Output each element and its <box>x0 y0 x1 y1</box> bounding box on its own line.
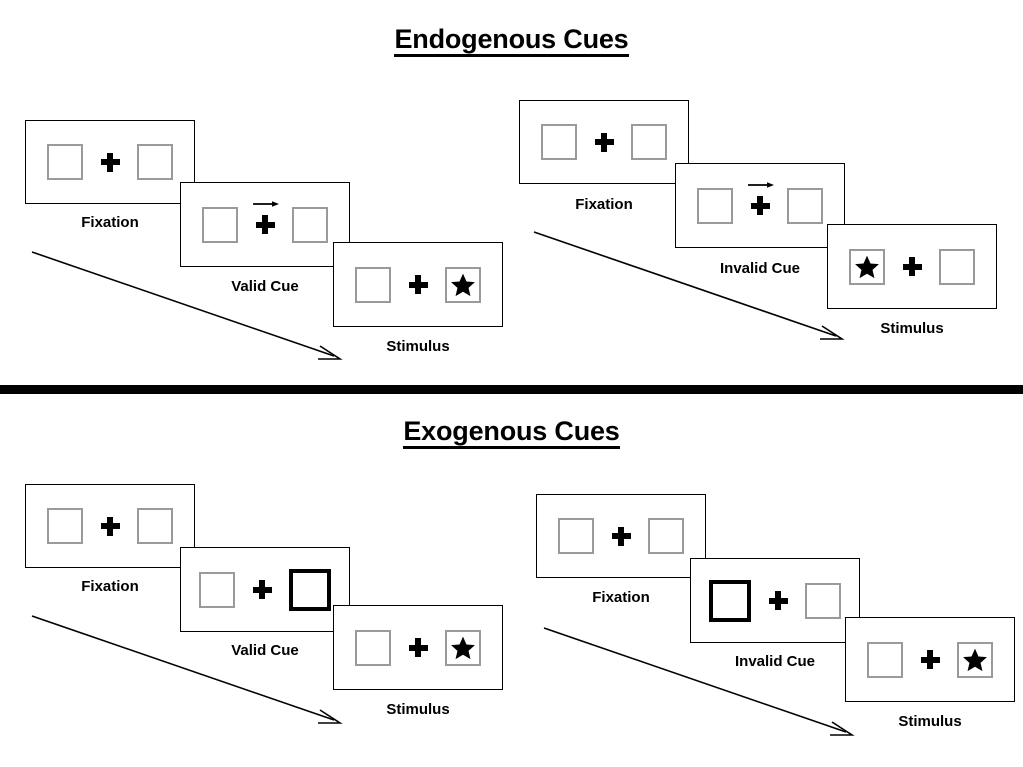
fixation-cross-icon <box>408 638 428 657</box>
time-progression-arrow-icon <box>543 627 855 736</box>
panel-endogenous-valid-fixation <box>25 120 195 204</box>
fixation-cross-icon <box>902 257 922 276</box>
fixation-cross-icon <box>252 580 272 599</box>
fixation-cross-icon <box>611 526 631 546</box>
stim-box-left-cued <box>709 579 751 622</box>
caption-endogenous-invalid-fixation: Fixation <box>575 196 633 213</box>
stim-box-left <box>541 124 577 160</box>
stim-box-right <box>787 187 823 224</box>
centre-column <box>899 257 925 276</box>
panel-exogenous-invalid-fixation <box>536 494 706 578</box>
stim-box-right <box>648 518 684 554</box>
stim-box-right-cued <box>289 568 331 611</box>
fixation-cross-icon <box>920 650 940 669</box>
stim-box-right <box>957 641 993 678</box>
centre-column <box>917 650 943 669</box>
panel-exogenous-valid-cue <box>180 547 350 632</box>
stim-box-right <box>137 508 173 544</box>
stim-box-right <box>445 266 481 303</box>
centre-column <box>608 526 634 546</box>
caption-exogenous-invalid-fixation: Fixation <box>592 589 650 606</box>
stim-box-left <box>697 187 733 224</box>
caption-endogenous-valid-cue: Valid Cue <box>231 278 299 295</box>
caption-exogenous-valid-stimulus: Stimulus <box>386 701 450 718</box>
stim-box-right <box>939 248 975 285</box>
stim-box-left <box>202 206 238 243</box>
caption-exogenous-valid-fixation: Fixation <box>81 578 139 595</box>
centre-column <box>747 182 775 215</box>
stim-box-right <box>445 629 481 666</box>
fixation-cross-icon <box>100 152 120 172</box>
centre-column <box>252 201 280 234</box>
star-target-icon <box>963 648 987 671</box>
panel-exogenous-valid-fixation <box>25 484 195 568</box>
stim-box-left <box>355 629 391 666</box>
centre-column <box>405 275 431 294</box>
section-title-endogenous: Endogenous Cues <box>0 24 1023 58</box>
stim-box-right <box>805 582 841 619</box>
panel-exogenous-invalid-stimulus <box>845 617 1015 702</box>
panel-endogenous-invalid-fixation <box>519 100 689 184</box>
panel-exogenous-valid-stimulus <box>333 605 503 690</box>
stim-box-right <box>631 124 667 160</box>
stim-box-left <box>355 266 391 303</box>
stim-box-left <box>199 571 235 608</box>
stim-box-left <box>849 248 885 285</box>
centre-column <box>97 152 123 172</box>
centre-column <box>249 580 275 599</box>
caption-exogenous-valid-cue: Valid Cue <box>231 642 299 659</box>
star-target-icon <box>855 255 879 278</box>
stim-box-right <box>137 144 173 180</box>
fixation-cross-icon <box>255 215 275 234</box>
time-progression-arrow-icon <box>31 615 343 724</box>
centre-column <box>765 591 791 610</box>
panel-endogenous-invalid-stimulus <box>827 224 997 309</box>
time-progression-arrow-icon <box>533 231 845 340</box>
centre-column <box>405 638 431 657</box>
right-arrow-cue-icon <box>253 201 280 207</box>
stim-box-left <box>558 518 594 554</box>
star-target-icon <box>451 273 475 296</box>
stim-box-right <box>292 206 328 243</box>
section-title-exogenous: Exogenous Cues <box>0 416 1023 450</box>
right-arrow-cue-icon <box>748 182 775 188</box>
fixation-cross-icon <box>750 196 770 215</box>
stim-box-left <box>47 144 83 180</box>
star-target-icon <box>451 636 475 659</box>
fixation-cross-icon <box>768 591 788 610</box>
section-title-exogenous-text: Exogenous Cues <box>403 417 620 450</box>
stim-box-left <box>867 641 903 678</box>
panel-exogenous-invalid-cue <box>690 558 860 643</box>
panel-endogenous-invalid-cue <box>675 163 845 248</box>
centre-column <box>591 132 617 152</box>
fixation-cross-icon <box>408 275 428 294</box>
section-title-endogenous-text: Endogenous Cues <box>394 25 629 58</box>
caption-endogenous-valid-fixation: Fixation <box>81 214 139 231</box>
time-progression-arrow-icon <box>31 251 343 360</box>
caption-endogenous-invalid-cue: Invalid Cue <box>719 260 801 277</box>
caption-endogenous-invalid-stimulus: Stimulus <box>880 320 944 337</box>
centre-column <box>97 516 123 536</box>
fixation-cross-icon <box>594 132 614 152</box>
caption-endogenous-valid-stimulus: Stimulus <box>386 338 450 355</box>
caption-exogenous-invalid-cue: Invalid Cue <box>734 653 816 670</box>
caption-exogenous-invalid-stimulus: Stimulus <box>898 713 962 730</box>
panel-endogenous-valid-stimulus <box>333 242 503 327</box>
section-divider <box>0 385 1023 394</box>
panel-endogenous-valid-cue <box>180 182 350 267</box>
fixation-cross-icon <box>100 516 120 536</box>
stim-box-left <box>47 508 83 544</box>
